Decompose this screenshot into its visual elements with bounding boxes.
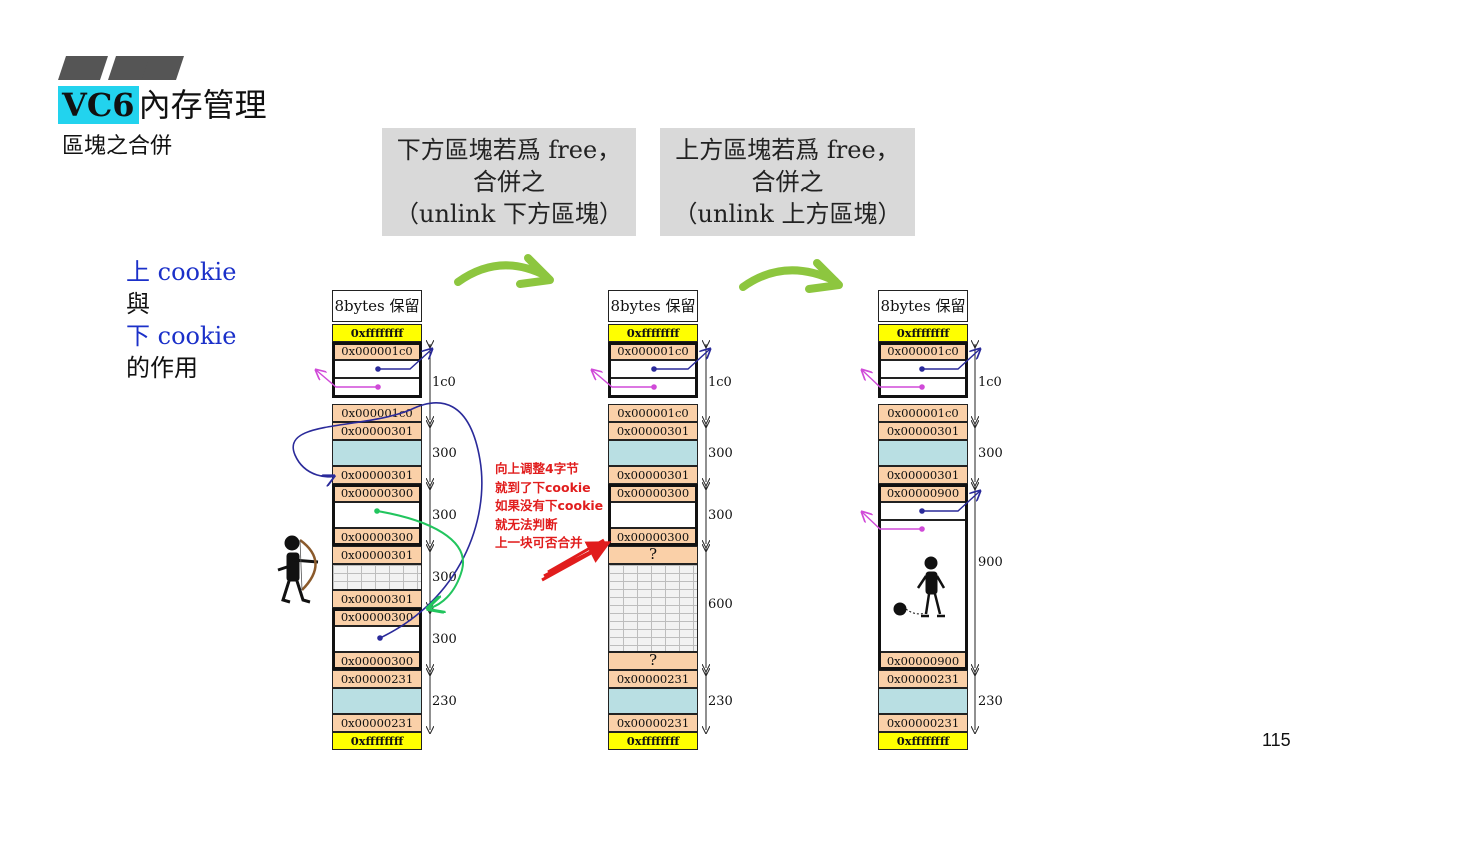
- data-cell: [332, 688, 422, 714]
- cookie-cell: 0x00000301: [878, 466, 968, 484]
- red-annotation-line: 就到了下cookie: [495, 479, 591, 495]
- note-line: 合併之: [751, 168, 824, 196]
- size-label: 300: [432, 632, 457, 647]
- free-block-outline: [608, 484, 698, 546]
- cookie-cell: 0x000001c0: [332, 404, 422, 422]
- size-label: 300: [432, 446, 457, 461]
- cookie-cell: 0x000001c0: [878, 404, 968, 422]
- legend-upper: 上: [126, 258, 150, 286]
- size-label: 300: [708, 508, 733, 523]
- size-label: 300: [432, 570, 457, 585]
- unknown-cookie-cell: ?: [608, 546, 698, 564]
- red-annotation-line: 向上调整4字节: [495, 461, 579, 476]
- free-block-outline: [878, 342, 968, 398]
- legend-purpose: 的作用: [126, 354, 198, 382]
- sentinel-cell: 0xffffffff: [878, 732, 968, 750]
- red-annotation-line: 如果没有下cookie: [495, 498, 604, 513]
- size-label: 300: [978, 446, 1003, 461]
- note-line: 合併之: [473, 168, 545, 196]
- size-label: 900: [978, 555, 1003, 570]
- legend-lower: 下: [126, 322, 150, 350]
- cookie-cell: 0x00000231: [608, 670, 698, 688]
- data-cell: [878, 440, 968, 466]
- size-label: 230: [432, 694, 457, 709]
- note-box-upper-free: 上方區塊若爲 free， 合併之 （unlink 上方區塊）: [660, 128, 915, 236]
- cookie-cell: 0x00000231: [878, 670, 968, 688]
- data-cell: [878, 688, 968, 714]
- merged-brick-cell: [608, 564, 698, 652]
- size-label: 1c0: [432, 375, 456, 390]
- size-label: 600: [708, 597, 733, 612]
- cookie-cell: 0x00000301: [608, 422, 698, 440]
- cookie-cell: 0x00000231: [332, 670, 422, 688]
- size-label: 300: [432, 508, 457, 523]
- size-label: 1c0: [978, 375, 1002, 390]
- cookie-cell: 0x00000301: [608, 466, 698, 484]
- cookie-legend: 上 cookie 與 下 cookie 的作用: [126, 256, 236, 384]
- free-block-outline: [608, 342, 698, 398]
- page-number: 115: [1262, 730, 1291, 750]
- note-line: （unlink 上方區塊）: [673, 200, 902, 228]
- reserved-header: 8bytes 保留: [332, 290, 422, 322]
- cookie-cell: 0x00000231: [332, 714, 422, 732]
- sentinel-cell: 0xffffffff: [878, 324, 968, 342]
- cookie-cell: 0x00000301: [332, 590, 422, 608]
- sentinel-cell: 0xffffffff: [332, 324, 422, 342]
- sentinel-cell: 0xffffffff: [608, 732, 698, 750]
- cookie-cell: 0x00000301: [332, 466, 422, 484]
- cookie-cell: 0x00000301: [332, 546, 422, 564]
- title-stripes-decoration: [58, 56, 184, 80]
- cookie-cell: 0x00000231: [608, 714, 698, 732]
- reserved-header: 8bytes 保留: [878, 290, 968, 322]
- unknown-cookie-cell: ?: [608, 652, 698, 670]
- note-line: 下方區塊若爲 free，: [396, 136, 622, 164]
- red-annotation-line: 就无法判断: [495, 516, 558, 532]
- free-block-outline: [332, 484, 422, 546]
- size-label: 1c0: [708, 375, 732, 390]
- sentinel-cell: 0xffffffff: [608, 324, 698, 342]
- red-annotation: 向上调整4字节 就到了下cookie 如果没有下cookie 就无法判断 上一块…: [495, 460, 603, 553]
- legend-and: 與: [126, 290, 150, 318]
- heap-column-merge-upper: 8bytes 保留 0xffffffff 0x000001c0 0x000001…: [878, 290, 1003, 750]
- green-arrow-icon: [739, 259, 843, 293]
- green-arrow-icon: [454, 254, 554, 288]
- cookie-cell: 0x00000301: [332, 422, 422, 440]
- red-annotation-line: 上一块可否合并: [495, 535, 583, 550]
- archer-figure-icon: [277, 535, 319, 604]
- free-block-outline: [332, 342, 422, 398]
- title-highlight: VC6: [58, 86, 139, 124]
- brick-data-cell: [332, 564, 422, 590]
- title-rest: 內存管理: [138, 86, 267, 124]
- size-label: 300: [708, 446, 733, 461]
- note-line: 上方區塊若爲 free，: [675, 136, 900, 164]
- note-box-lower-free: 下方區塊若爲 free， 合併之 （unlink 下方區塊）: [382, 128, 636, 236]
- size-label: 230: [708, 694, 733, 709]
- free-block-outline: [332, 608, 422, 670]
- legend-cookie: cookie: [150, 322, 237, 350]
- heap-column-merge-lower: 8bytes 保留 0xffffffff 0x000001c0 0x000001…: [608, 290, 733, 750]
- size-label: 230: [978, 694, 1003, 709]
- data-cell: [608, 440, 698, 466]
- reserved-header: 8bytes 保留: [608, 290, 698, 322]
- sentinel-cell: 0xffffffff: [332, 732, 422, 750]
- cookie-cell: 0x00000300: [608, 528, 698, 546]
- cookie-cell: 0x00000301: [878, 422, 968, 440]
- note-line: （unlink 下方區塊）: [395, 200, 623, 228]
- page-subtitle: 區塊之合併: [62, 134, 173, 159]
- data-cell: [608, 688, 698, 714]
- data-cell: [332, 440, 422, 466]
- cookie-cell: 0x000001c0: [608, 404, 698, 422]
- free-block-outline: [878, 484, 968, 670]
- cookie-cell: 0x00000231: [878, 714, 968, 732]
- heap-column-before: 8bytes 保留 0xffffffff 0x000001c0 0x000001…: [332, 290, 457, 750]
- legend-cookie: cookie: [150, 258, 237, 286]
